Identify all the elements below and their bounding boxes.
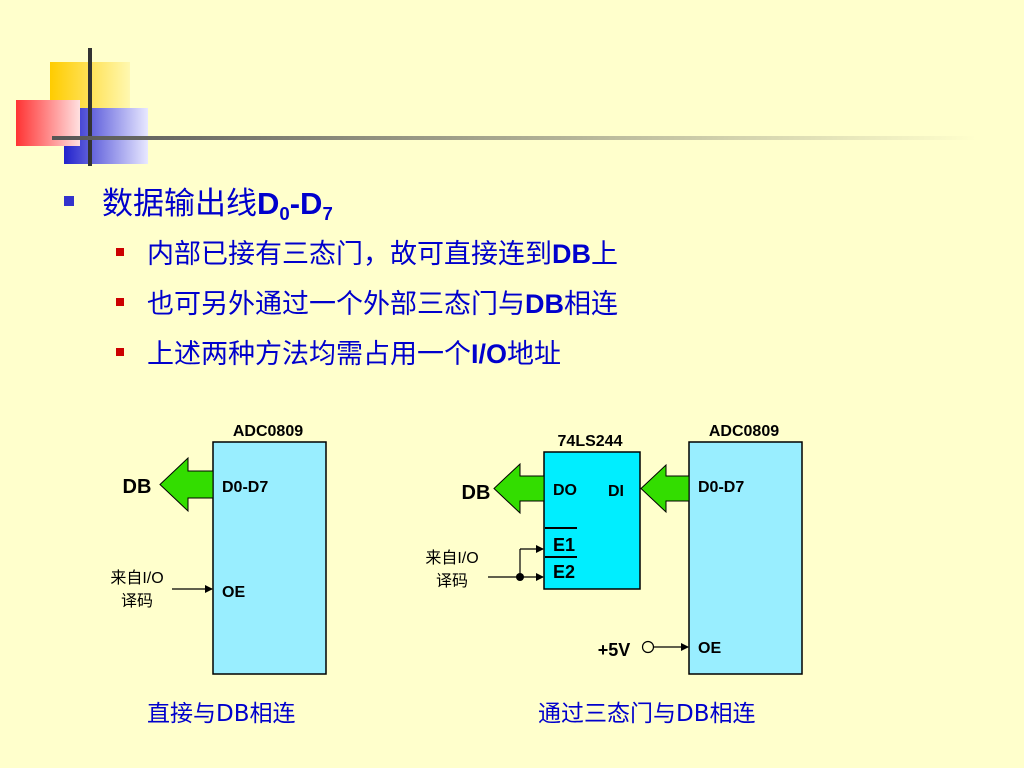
left-adc-chip bbox=[212, 441, 327, 675]
left-bus-label: DB bbox=[123, 476, 152, 498]
right-caption: 通过三态门与DB相连 bbox=[538, 701, 756, 727]
vcc-terminal-icon bbox=[641, 640, 655, 654]
deco-vertical-line bbox=[88, 48, 92, 166]
deco-horizontal-line bbox=[52, 136, 976, 140]
sub-bullet-text: 也可另外通过一个外部三态门与DB相连 bbox=[147, 289, 618, 320]
right-adc-chip bbox=[688, 441, 803, 675]
left-decode-line2: 译码 bbox=[121, 592, 153, 610]
left-diagram: ADC0809 D0-D7 OE DB 来自I/O 译码 bbox=[110, 423, 327, 675]
sub-bullet-text: 上述两种方法均需占用一个I/O地址 bbox=[147, 339, 562, 370]
right-decode-line1: 来自I/O bbox=[425, 549, 478, 567]
right-chip-name: ADC0809 bbox=[709, 423, 779, 440]
square-bullet-icon bbox=[116, 298, 124, 306]
buffer-to-bus-arrow-icon bbox=[493, 462, 545, 515]
square-bullet-icon bbox=[116, 348, 124, 356]
left-caption: 直接与DB相连 bbox=[147, 701, 296, 727]
square-bullet-icon bbox=[64, 196, 74, 206]
left-decode-line1: 来自I/O bbox=[110, 569, 163, 587]
right-diagram: 74LS244 DO DI E1 E2 ADC0809 D0-D7 OE DB … bbox=[425, 423, 803, 675]
buffer-name: 74LS244 bbox=[558, 433, 623, 450]
right-decode-line2: 译码 bbox=[436, 572, 468, 590]
right-pin-data: D0-D7 bbox=[698, 479, 744, 496]
left-chip-name: ADC0809 bbox=[233, 423, 303, 440]
corner-decoration bbox=[0, 0, 1024, 180]
bullet-list: 数据输出线D0-D7 内部已接有三态门，故可直接连到DB上 也可另外通过一个外部… bbox=[64, 186, 618, 370]
right-pin-oe: OE bbox=[698, 640, 721, 657]
left-pin-oe: OE bbox=[222, 584, 245, 601]
left-pin-data: D0-D7 bbox=[222, 479, 268, 496]
buffer-do-pin: DO bbox=[553, 482, 577, 499]
buffer-e1-pin: E1 bbox=[553, 535, 575, 555]
buffer-74ls244 bbox=[543, 451, 641, 590]
right-bus-label: DB bbox=[462, 482, 491, 504]
adc-to-buffer-arrow-icon bbox=[640, 463, 690, 514]
square-bullet-icon bbox=[116, 248, 124, 256]
left-bus-arrow-icon bbox=[159, 456, 214, 513]
vcc-label: +5V bbox=[598, 640, 631, 660]
sub-bullet-text: 内部已接有三态门，故可直接连到DB上 bbox=[147, 239, 618, 270]
corner-decoration-svg bbox=[16, 48, 976, 166]
buffer-di-pin: DI bbox=[608, 483, 624, 500]
bullet-title-text: 数据输出线D0-D7 bbox=[102, 186, 333, 224]
buffer-e2-pin: E2 bbox=[553, 562, 575, 582]
